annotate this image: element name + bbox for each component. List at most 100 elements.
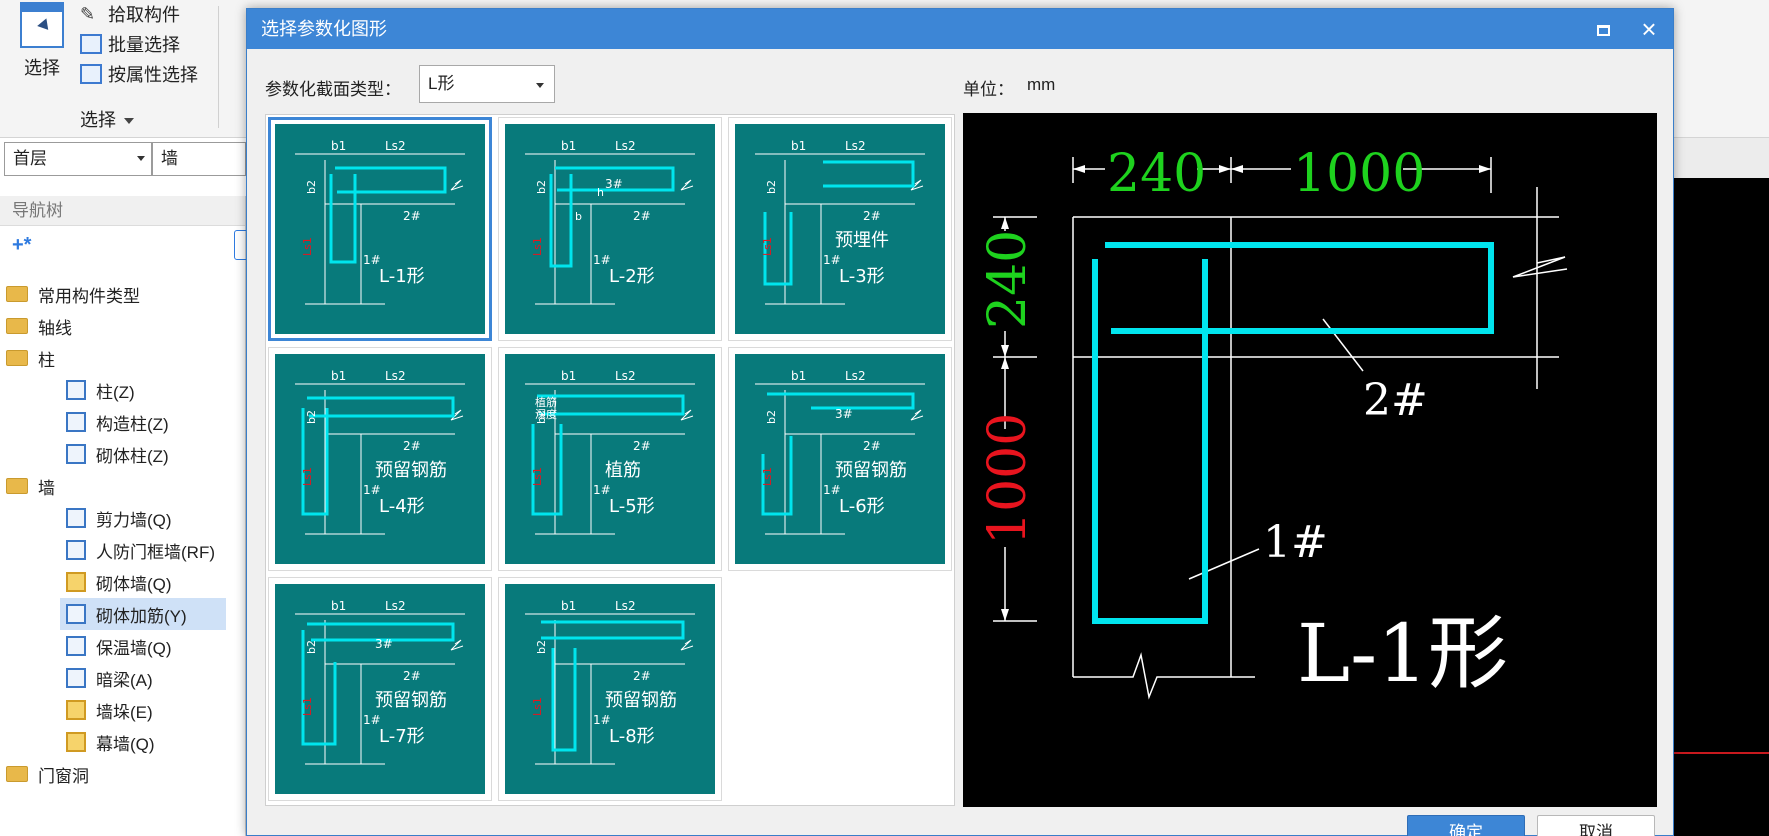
attr-select-button[interactable]: 按属性选择 — [80, 60, 198, 88]
select-group-label: 选择 — [80, 110, 116, 130]
ribbon-divider — [218, 6, 219, 128]
tree-item-hidden-beam[interactable]: 暗梁(A) — [66, 662, 153, 694]
select-tool-button[interactable]: 选择 — [14, 2, 70, 112]
tree-item-constructional-column[interactable]: 构造柱(Z) — [66, 406, 169, 438]
pick-component-label: 拾取构件 — [108, 5, 180, 25]
tree-item-insulation-wall[interactable]: 保温墙(Q) — [66, 630, 172, 662]
thumb-label-b1: b1 — [331, 139, 346, 153]
thumb-caption: 预埋件 — [835, 230, 889, 251]
thumb-label-ls1: Ls1 — [531, 697, 544, 716]
thumb-label-h: h — [597, 186, 604, 199]
thumb-label-bar3: 3# — [605, 177, 623, 191]
tree-item-label: 墙 — [38, 478, 55, 498]
select-group-menu[interactable]: 选择 — [80, 106, 134, 132]
thumb-label-b: b — [575, 210, 582, 223]
thumb-label-bar2: 2# — [633, 209, 651, 223]
add-sparkle-icon[interactable]: +* — [12, 234, 32, 256]
tree-item-label: 砌体墙(Q) — [96, 574, 172, 594]
preview-dim-top-right: 1000 — [1293, 144, 1425, 204]
thumb-label-bar3: 3# — [835, 407, 853, 421]
thumb-shape-name: L-2形 — [609, 266, 655, 287]
batch-select-button[interactable]: 批量选择 — [80, 30, 180, 58]
brick-wall-icon — [66, 572, 86, 592]
thumb-label-b1: b1 — [561, 139, 576, 153]
section-type-combo[interactable]: L形 — [419, 65, 555, 103]
tree-item-curtain-wall[interactable]: 幕墙(Q) — [66, 726, 155, 758]
tree-folder-axis[interactable]: 轴线 — [6, 310, 72, 342]
thumb-label-ls1: Ls1 — [761, 237, 774, 256]
ok-button[interactable]: 确定 — [1407, 815, 1525, 836]
tree-item-masonry-column[interactable]: 砌体柱(Z) — [66, 438, 169, 470]
tree-folder-openings[interactable]: 门窗洞 — [6, 758, 89, 790]
folder-icon — [6, 318, 28, 334]
thumb-label-b2: b2 — [535, 180, 548, 194]
shear-wall-icon — [66, 508, 86, 528]
thumb-label-bar1: 1# — [593, 253, 611, 267]
navigation-tree: 导航树 +* 常用构件类型 轴线 柱 柱(Z) 构造柱(Z) 砌体柱(Z) 墙 … — [0, 196, 250, 836]
tree-item-wall-pier[interactable]: 墙垛(E) — [66, 694, 153, 726]
thumb-caption: 预留钢筋 — [835, 460, 907, 481]
thumb-label-bar1: 1# — [363, 253, 381, 267]
thumb-label-ls2: Ls2 — [845, 139, 866, 153]
floor-combo[interactable]: 首层 — [4, 142, 152, 176]
thumb-label-ls2: Ls2 — [385, 139, 406, 153]
thumb-shape-name: L-3形 — [839, 266, 885, 287]
thumb-caption: 预留钢筋 — [605, 690, 677, 711]
close-button[interactable]: × — [1627, 9, 1671, 49]
cancel-button[interactable]: 取消 — [1537, 815, 1655, 836]
tree-item-civil-defense-wall[interactable]: 人防门框墙(RF) — [66, 534, 215, 566]
thumb-caption: 植筋 — [605, 460, 641, 481]
tree-item-masonry-rebar[interactable]: 砌体加筋(Y) — [60, 598, 226, 630]
constructional-column-icon — [66, 412, 86, 432]
thumb-label-bar1: 1# — [593, 483, 611, 497]
tree-item-masonry-wall[interactable]: 砌体墙(Q) — [66, 566, 172, 598]
tree-item-label: 常用构件类型 — [38, 286, 140, 306]
preview-drawing: 240 1000 240 1000 2# 1# L-1形 — [978, 144, 1568, 700]
tree-item-label: 柱 — [38, 350, 55, 370]
category-value: 墙 — [161, 149, 178, 168]
thumb-label-ls2: Ls2 — [615, 599, 636, 613]
thumb-label-bar1: 1# — [823, 483, 841, 497]
thumb-label-b1: b1 — [331, 599, 346, 613]
thumb-label-ls2: Ls2 — [845, 369, 866, 383]
thumb-label-bar2: 2# — [403, 669, 421, 683]
thumb-label-ls2: Ls2 — [615, 369, 636, 383]
tree-item-shear-wall[interactable]: 剪力墙(Q) — [66, 502, 172, 534]
select-tool-label: 选择 — [24, 58, 60, 78]
drawing-canvas[interactable] — [1672, 178, 1769, 836]
thumb-label-ls2: Ls2 — [385, 599, 406, 613]
category-combo[interactable]: 墙 — [152, 142, 246, 176]
tree-folder-wall[interactable]: 墙 — [6, 470, 55, 502]
chevron-down-icon — [124, 118, 134, 125]
pick-component-button[interactable]: ✎ 拾取构件 — [80, 0, 180, 28]
thumb-label-bar2: 2# — [403, 439, 421, 453]
dialog-titlebar[interactable]: 选择参数化图形 × — [247, 9, 1673, 49]
thumb-shape-name: L-6形 — [839, 496, 885, 517]
tree-folder-common[interactable]: 常用构件类型 — [6, 278, 140, 310]
tree-item-label: 构造柱(Z) — [96, 414, 169, 434]
maximize-button[interactable] — [1581, 9, 1625, 49]
thumb-label-b2: b2 — [305, 640, 318, 654]
tree-item-column-z[interactable]: 柱(Z) — [66, 374, 135, 406]
thumb-label-b1: b1 — [331, 369, 346, 383]
preview-shape-name: L-1形 — [1297, 607, 1508, 700]
tree-folder-column[interactable]: 柱 — [6, 342, 55, 374]
thumb-label-bar2: 2# — [633, 669, 651, 683]
preview-bar-1: 1# — [1263, 517, 1328, 568]
column-icon — [66, 380, 86, 400]
thumb-label-bar1: 1# — [593, 713, 611, 727]
